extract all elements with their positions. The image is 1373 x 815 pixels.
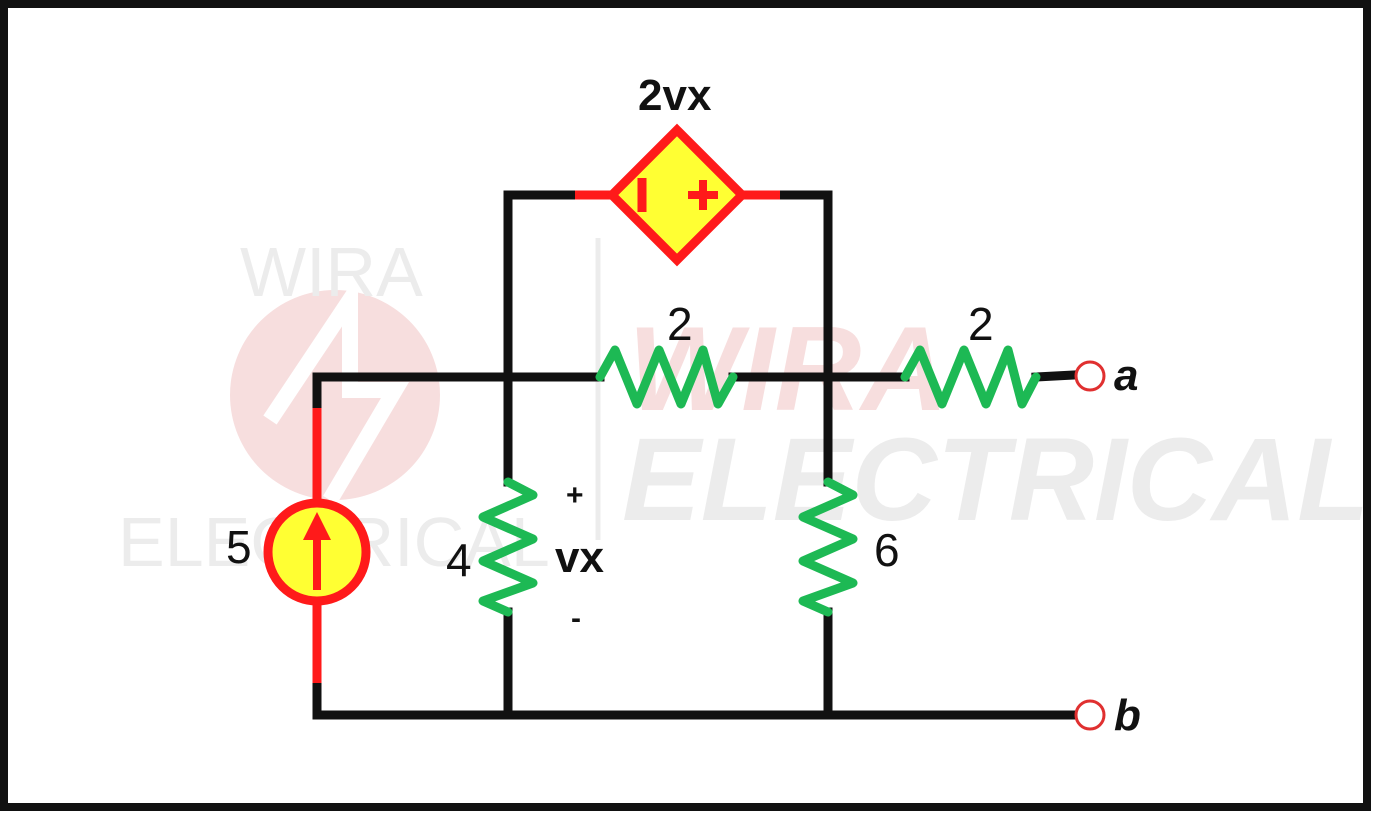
watermark-small-top: WIRA — [240, 233, 423, 311]
resistor-left-zigzag — [478, 477, 538, 617]
terminal-b-label: b — [1114, 691, 1141, 740]
wire-top-left — [503, 190, 580, 487]
resistor-top-zigzag — [595, 345, 738, 409]
wire-bottom — [312, 678, 1079, 720]
dependent-source-diamond — [605, 123, 749, 267]
terminal-a-label: a — [1114, 351, 1138, 400]
resistor-right-zigzag — [798, 477, 858, 617]
wire-to-terminal-a — [1031, 370, 1079, 382]
left-resistor-label: 4 — [446, 534, 472, 586]
vx-minus-sign: - — [571, 602, 581, 635]
wire-middle-left — [312, 372, 605, 413]
watermark: WIRA ELECTRICAL WIRA ELECTRICAL — [118, 233, 1369, 581]
top-resistor-label: 2 — [667, 298, 693, 350]
watermark-logo-circle — [230, 290, 440, 500]
terminal-a-node[interactable] — [1074, 360, 1106, 392]
vx-plus-sign: + — [566, 479, 584, 512]
watermark-large-bottom: ELECTRICAL — [622, 414, 1369, 546]
watermark-large-top: WIRA — [628, 302, 948, 436]
wires — [312, 190, 1079, 720]
wire-top-right — [775, 190, 833, 487]
dependent-voltage-source — [605, 123, 749, 267]
up-arrow-icon-head — [303, 512, 331, 540]
watermark-logo-bolt — [263, 273, 410, 505]
current-source — [263, 498, 371, 606]
terminal-b-node[interactable] — [1074, 699, 1106, 731]
resistors — [478, 345, 1041, 617]
resistor-output-zigzag — [900, 345, 1041, 409]
source-wires — [312, 190, 780, 683]
dependent-source-label: 2vx — [638, 71, 712, 120]
output-resistor-label: 2 — [968, 298, 994, 350]
vx-label: vx — [555, 533, 604, 582]
right-resistor-label: 6 — [874, 524, 900, 576]
current-source-label: 5 — [226, 521, 252, 573]
